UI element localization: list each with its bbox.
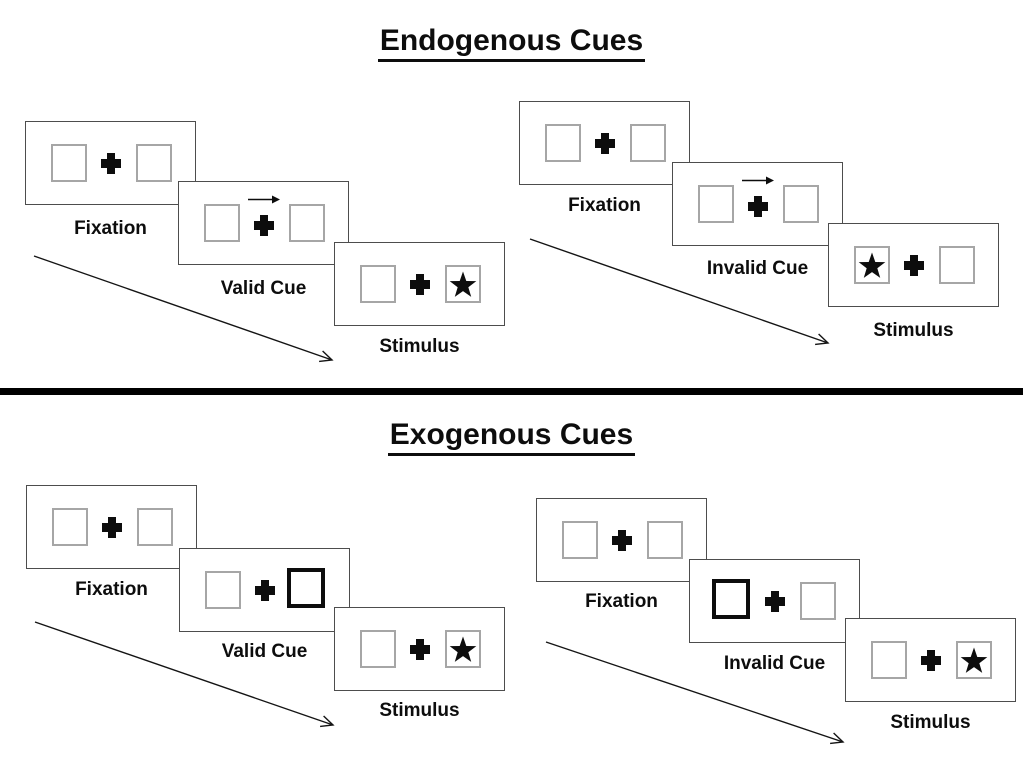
cue-highlight-box xyxy=(287,568,325,608)
target-box xyxy=(956,641,992,679)
timeline-arrow xyxy=(529,238,830,346)
placeholder-box-right xyxy=(783,185,819,223)
cue-screen xyxy=(689,559,860,643)
step-label: Invalid Cue xyxy=(706,258,809,279)
section-divider xyxy=(0,388,1023,395)
placeholder-box-left xyxy=(562,521,598,559)
right-arrow-icon xyxy=(742,176,774,185)
target-star-icon xyxy=(858,252,886,278)
placeholder-box-right xyxy=(800,582,836,620)
section-title-exogenous: Exogenous Cues xyxy=(0,418,1023,456)
target-box xyxy=(854,246,890,284)
fixation-cross-icon xyxy=(612,530,632,551)
fixation-cross-icon xyxy=(595,133,615,154)
fixation-cross-icon xyxy=(921,650,941,671)
placeholder-box-left xyxy=(698,185,734,223)
step-label: Fixation xyxy=(74,218,147,239)
placeholder-box-left xyxy=(52,508,88,546)
target-star-icon xyxy=(449,636,477,662)
fixation-cross-icon xyxy=(254,215,274,236)
step-label: Stimulus xyxy=(873,320,954,341)
step-label: Stimulus xyxy=(890,712,971,733)
placeholder-box-right xyxy=(289,204,325,242)
section-title-endogenous: Endogenous Cues xyxy=(0,24,1023,62)
stimulus-screen xyxy=(828,223,999,307)
stimulus-screen xyxy=(845,618,1016,702)
fixation-cross-icon xyxy=(410,639,430,660)
cue-screen xyxy=(672,162,843,246)
stimulus-screen xyxy=(334,242,505,326)
fixation-cross-icon xyxy=(255,580,275,601)
target-box xyxy=(445,265,481,303)
fixation-cross-icon xyxy=(410,274,430,295)
step-label: Stimulus xyxy=(379,336,460,357)
placeholder-box-right xyxy=(647,521,683,559)
step-label: Valid Cue xyxy=(220,278,307,299)
fixation-screen xyxy=(519,101,690,185)
target-star-icon xyxy=(960,647,988,673)
placeholder-box-left xyxy=(545,124,581,162)
fixation-screen xyxy=(26,485,197,569)
placeholder-box-left xyxy=(51,144,87,182)
placeholder-box-left xyxy=(204,204,240,242)
fixation-cross-icon xyxy=(102,517,122,538)
placeholder-box-right xyxy=(630,124,666,162)
step-label: Valid Cue xyxy=(221,641,308,662)
fixation-cross-icon xyxy=(748,196,768,217)
placeholder-box-left xyxy=(360,630,396,668)
cue-screen xyxy=(178,181,349,265)
placeholder-box-right xyxy=(136,144,172,182)
fixation-cross-icon xyxy=(904,255,924,276)
placeholder-box-right xyxy=(939,246,975,284)
cue-screen xyxy=(179,548,350,632)
timeline-arrow xyxy=(33,255,334,363)
fixation-screen xyxy=(25,121,196,205)
timeline-arrow xyxy=(34,621,335,728)
placeholder-box-left xyxy=(360,265,396,303)
placeholder-box-right xyxy=(137,508,173,546)
fixation-cross-icon xyxy=(765,591,785,612)
step-label: Fixation xyxy=(568,195,641,216)
target-box xyxy=(445,630,481,668)
placeholder-box-left xyxy=(871,641,907,679)
right-arrow-icon xyxy=(248,195,280,204)
step-label: Fixation xyxy=(585,591,658,612)
fixation-screen xyxy=(536,498,707,582)
step-label: Stimulus xyxy=(379,700,460,721)
placeholder-box-left xyxy=(205,571,241,609)
cue-highlight-box xyxy=(712,579,750,619)
fixation-cross-icon xyxy=(101,153,121,174)
step-label: Invalid Cue xyxy=(723,653,826,674)
stimulus-screen xyxy=(334,607,505,691)
step-label: Fixation xyxy=(75,579,148,600)
target-star-icon xyxy=(449,271,477,297)
